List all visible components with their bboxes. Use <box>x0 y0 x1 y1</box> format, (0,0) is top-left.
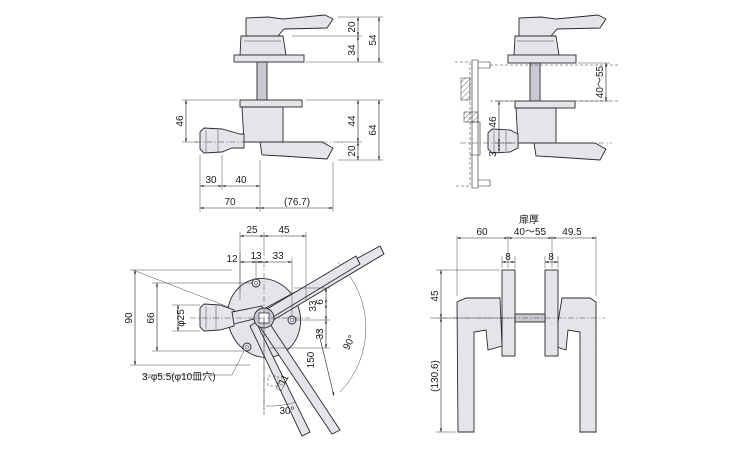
dim-20-bottom: 20 <box>347 145 358 157</box>
upper-lever <box>245 14 334 37</box>
upper-body <box>513 35 560 56</box>
rotation-arc <box>337 261 367 393</box>
angle-30: 30° <box>279 406 294 417</box>
dim-12: 12 <box>226 254 238 265</box>
bottom-right-side-view: 扉厚 60 40～55 49.5 8 8 45 (130.6) <box>430 213 605 433</box>
dim-30: 30 <box>205 175 217 186</box>
dim-90: 90 <box>124 312 135 324</box>
hole-bottom <box>242 342 252 352</box>
lower-plate <box>514 100 576 109</box>
angle-90: 90° <box>341 334 358 353</box>
dim-54: 54 <box>368 34 379 46</box>
dim-76-7: (76.7) <box>284 197 310 208</box>
knob <box>199 127 245 154</box>
dim-150: 150 <box>306 351 317 368</box>
dim-66: 66 <box>146 312 157 324</box>
door-panel <box>471 59 479 189</box>
dim-8-right: 8 <box>548 252 554 263</box>
door-outline-left <box>455 61 471 187</box>
top-left-side-view: 20 34 54 44 20 64 46 30 40 70 (76.7) <box>175 14 383 212</box>
dim-60: 60 <box>476 227 488 238</box>
dim-130-6: (130.6) <box>430 360 441 392</box>
dim-40-55-bottom: 40～55 <box>514 227 547 238</box>
dim-45: 45 <box>278 225 290 236</box>
dim-25: 25 <box>246 225 258 236</box>
bottom-left-front-view: 25 45 12 13 33 90 66 φ25 6 33 33 150 90° <box>124 225 385 437</box>
dim-phi25: φ25 <box>176 309 187 327</box>
gasket-upper <box>460 77 471 101</box>
dim-34: 34 <box>347 44 358 56</box>
lower-plate <box>239 99 303 108</box>
knob <box>199 303 235 332</box>
shaft <box>529 62 541 102</box>
upper-lever <box>518 14 607 37</box>
dim-46-right: 46 <box>488 116 499 128</box>
dim-49-5: 49.5 <box>562 227 582 238</box>
door-thickness-label: 扉厚 <box>519 213 539 226</box>
shaft <box>256 61 268 101</box>
dim-6: 6 <box>315 299 326 305</box>
angle-30-arc <box>265 401 297 407</box>
dim-33-right: 33 <box>315 328 326 340</box>
square-11-marker <box>267 375 279 387</box>
dim-64: 64 <box>368 124 379 136</box>
dim-40-55: 40～55 <box>595 65 606 98</box>
dim-20-top: 20 <box>347 21 358 33</box>
dim-33-left: 33 <box>308 300 319 312</box>
lower-body <box>515 107 557 144</box>
left-handle <box>456 297 503 433</box>
lower-lever <box>533 142 607 161</box>
gasket-lower <box>463 111 479 123</box>
dim-45-bottom: 45 <box>430 290 441 302</box>
hole-note: 3-φ5.5(φ10皿穴) <box>142 370 216 383</box>
dim-40: 40 <box>235 175 247 186</box>
lever-closed-inner <box>249 321 311 437</box>
lower-body <box>241 106 284 143</box>
dim-44: 44 <box>347 115 358 127</box>
knob <box>487 128 519 154</box>
dim-13: 13 <box>250 251 262 262</box>
dim-8-left: 8 <box>505 252 511 263</box>
lower-lever <box>259 141 334 160</box>
right-plate <box>544 269 559 357</box>
hole-top <box>251 278 261 288</box>
upper-plate <box>233 54 305 63</box>
upper-plate <box>507 54 577 64</box>
dim-46: 46 <box>175 115 186 127</box>
upper-body <box>239 35 287 56</box>
top-right-installed-view: 40～55 46 3 <box>455 14 620 189</box>
dim-33-top: 33 <box>272 251 284 262</box>
right-handle <box>553 297 597 433</box>
left-plate <box>501 269 516 357</box>
dim-70: 70 <box>224 197 236 208</box>
dim-3: 3 <box>488 151 499 157</box>
